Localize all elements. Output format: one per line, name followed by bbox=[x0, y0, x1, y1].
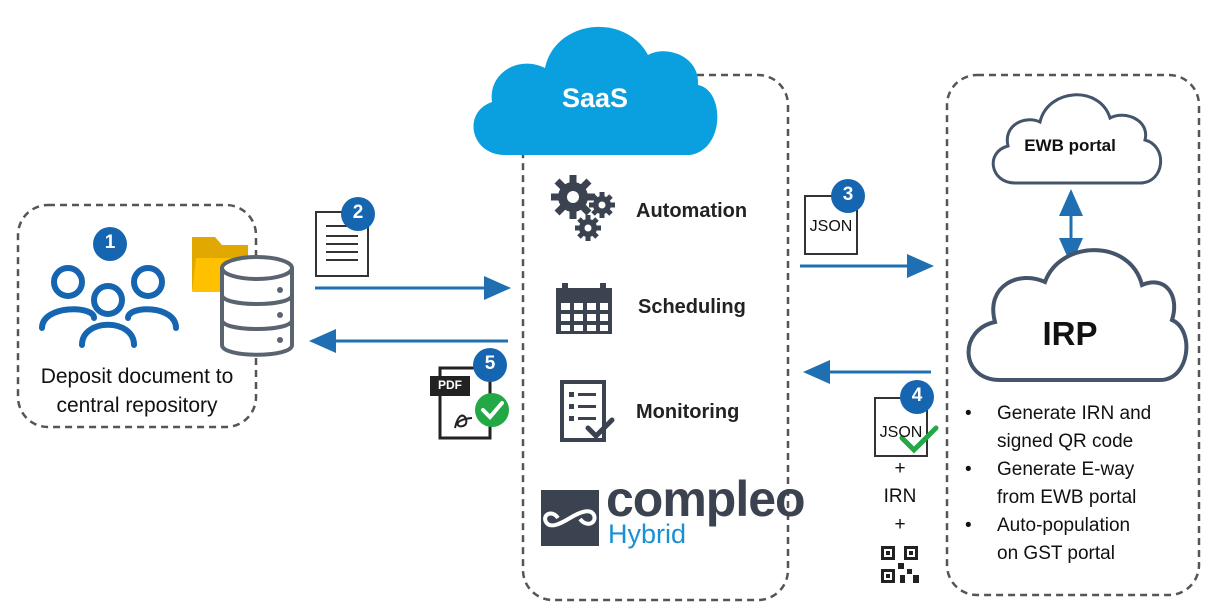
json-label-step3: JSON bbox=[809, 218, 853, 235]
repository-caption-line1: Deposit document to bbox=[40, 365, 234, 388]
bullet-dot: • bbox=[965, 403, 972, 424]
bullet-1-line1: Generate IRN and bbox=[997, 403, 1152, 424]
irn-label: IRN bbox=[883, 486, 917, 507]
checklist-icon bbox=[560, 380, 615, 442]
step-number-2: 2 bbox=[352, 202, 364, 223]
ewb-cloud-icon bbox=[991, 93, 1162, 185]
plus-sign-1: + bbox=[894, 458, 906, 479]
step-badge-1 bbox=[93, 227, 127, 261]
step-number-3: 3 bbox=[842, 184, 854, 205]
bullet-3-line1: Auto-population bbox=[997, 515, 1131, 536]
step-badge-5 bbox=[473, 348, 507, 382]
step-number-1: 1 bbox=[104, 232, 116, 253]
irp-bullet-list: • Generate IRN and signed QR code • Gene… bbox=[965, 400, 1205, 568]
step-badge-4 bbox=[900, 380, 934, 414]
step-number-4: 4 bbox=[911, 385, 923, 406]
bullet-dot: • bbox=[965, 515, 972, 536]
compleo-logo-icon bbox=[541, 490, 599, 546]
compleo-brand: compleo bbox=[606, 471, 806, 527]
scheduling-label: Scheduling bbox=[638, 296, 746, 318]
bullet-item: • Auto-population on GST portal bbox=[965, 512, 1205, 568]
step-badge-2 bbox=[341, 197, 375, 231]
ewb-portal-label: EWB portal bbox=[1024, 136, 1116, 155]
monitoring-label: Monitoring bbox=[636, 401, 740, 423]
qr-code-icon bbox=[881, 546, 919, 583]
bullet-dot: • bbox=[965, 459, 972, 480]
database-icon bbox=[220, 255, 294, 357]
automation-label: Automation bbox=[636, 200, 748, 222]
irp-label: IRP bbox=[1042, 315, 1098, 352]
bullet-2-line1: Generate E-way bbox=[997, 459, 1135, 480]
bullet-2-line2: from EWB portal bbox=[997, 487, 1137, 508]
step-number-5: 5 bbox=[484, 353, 496, 374]
pdf-label: PDF bbox=[438, 378, 462, 392]
saas-cloud-icon bbox=[473, 26, 718, 155]
repository-caption: Deposit document to central repository bbox=[22, 362, 252, 420]
repository-caption-line2: central repository bbox=[56, 394, 218, 417]
users-icon bbox=[39, 265, 179, 348]
step-badge-3 bbox=[831, 179, 865, 213]
saas-label: SaaS bbox=[561, 83, 629, 113]
bullet-item: • Generate E-way from EWB portal bbox=[965, 456, 1205, 512]
bullet-1-line2: signed QR code bbox=[997, 431, 1134, 452]
compleo-sub: Hybrid bbox=[608, 519, 687, 549]
irp-box bbox=[945, 73, 1201, 597]
json-label-step4: JSON bbox=[879, 424, 923, 441]
gears-icon bbox=[551, 175, 615, 241]
bullet-item: • Generate IRN and signed QR code bbox=[965, 400, 1205, 456]
plus-sign-2: + bbox=[894, 514, 906, 535]
calendar-icon bbox=[556, 283, 612, 334]
irp-cloud-icon bbox=[966, 248, 1189, 382]
bullet-3-line2: on GST portal bbox=[997, 543, 1115, 564]
document-icon bbox=[315, 211, 369, 277]
